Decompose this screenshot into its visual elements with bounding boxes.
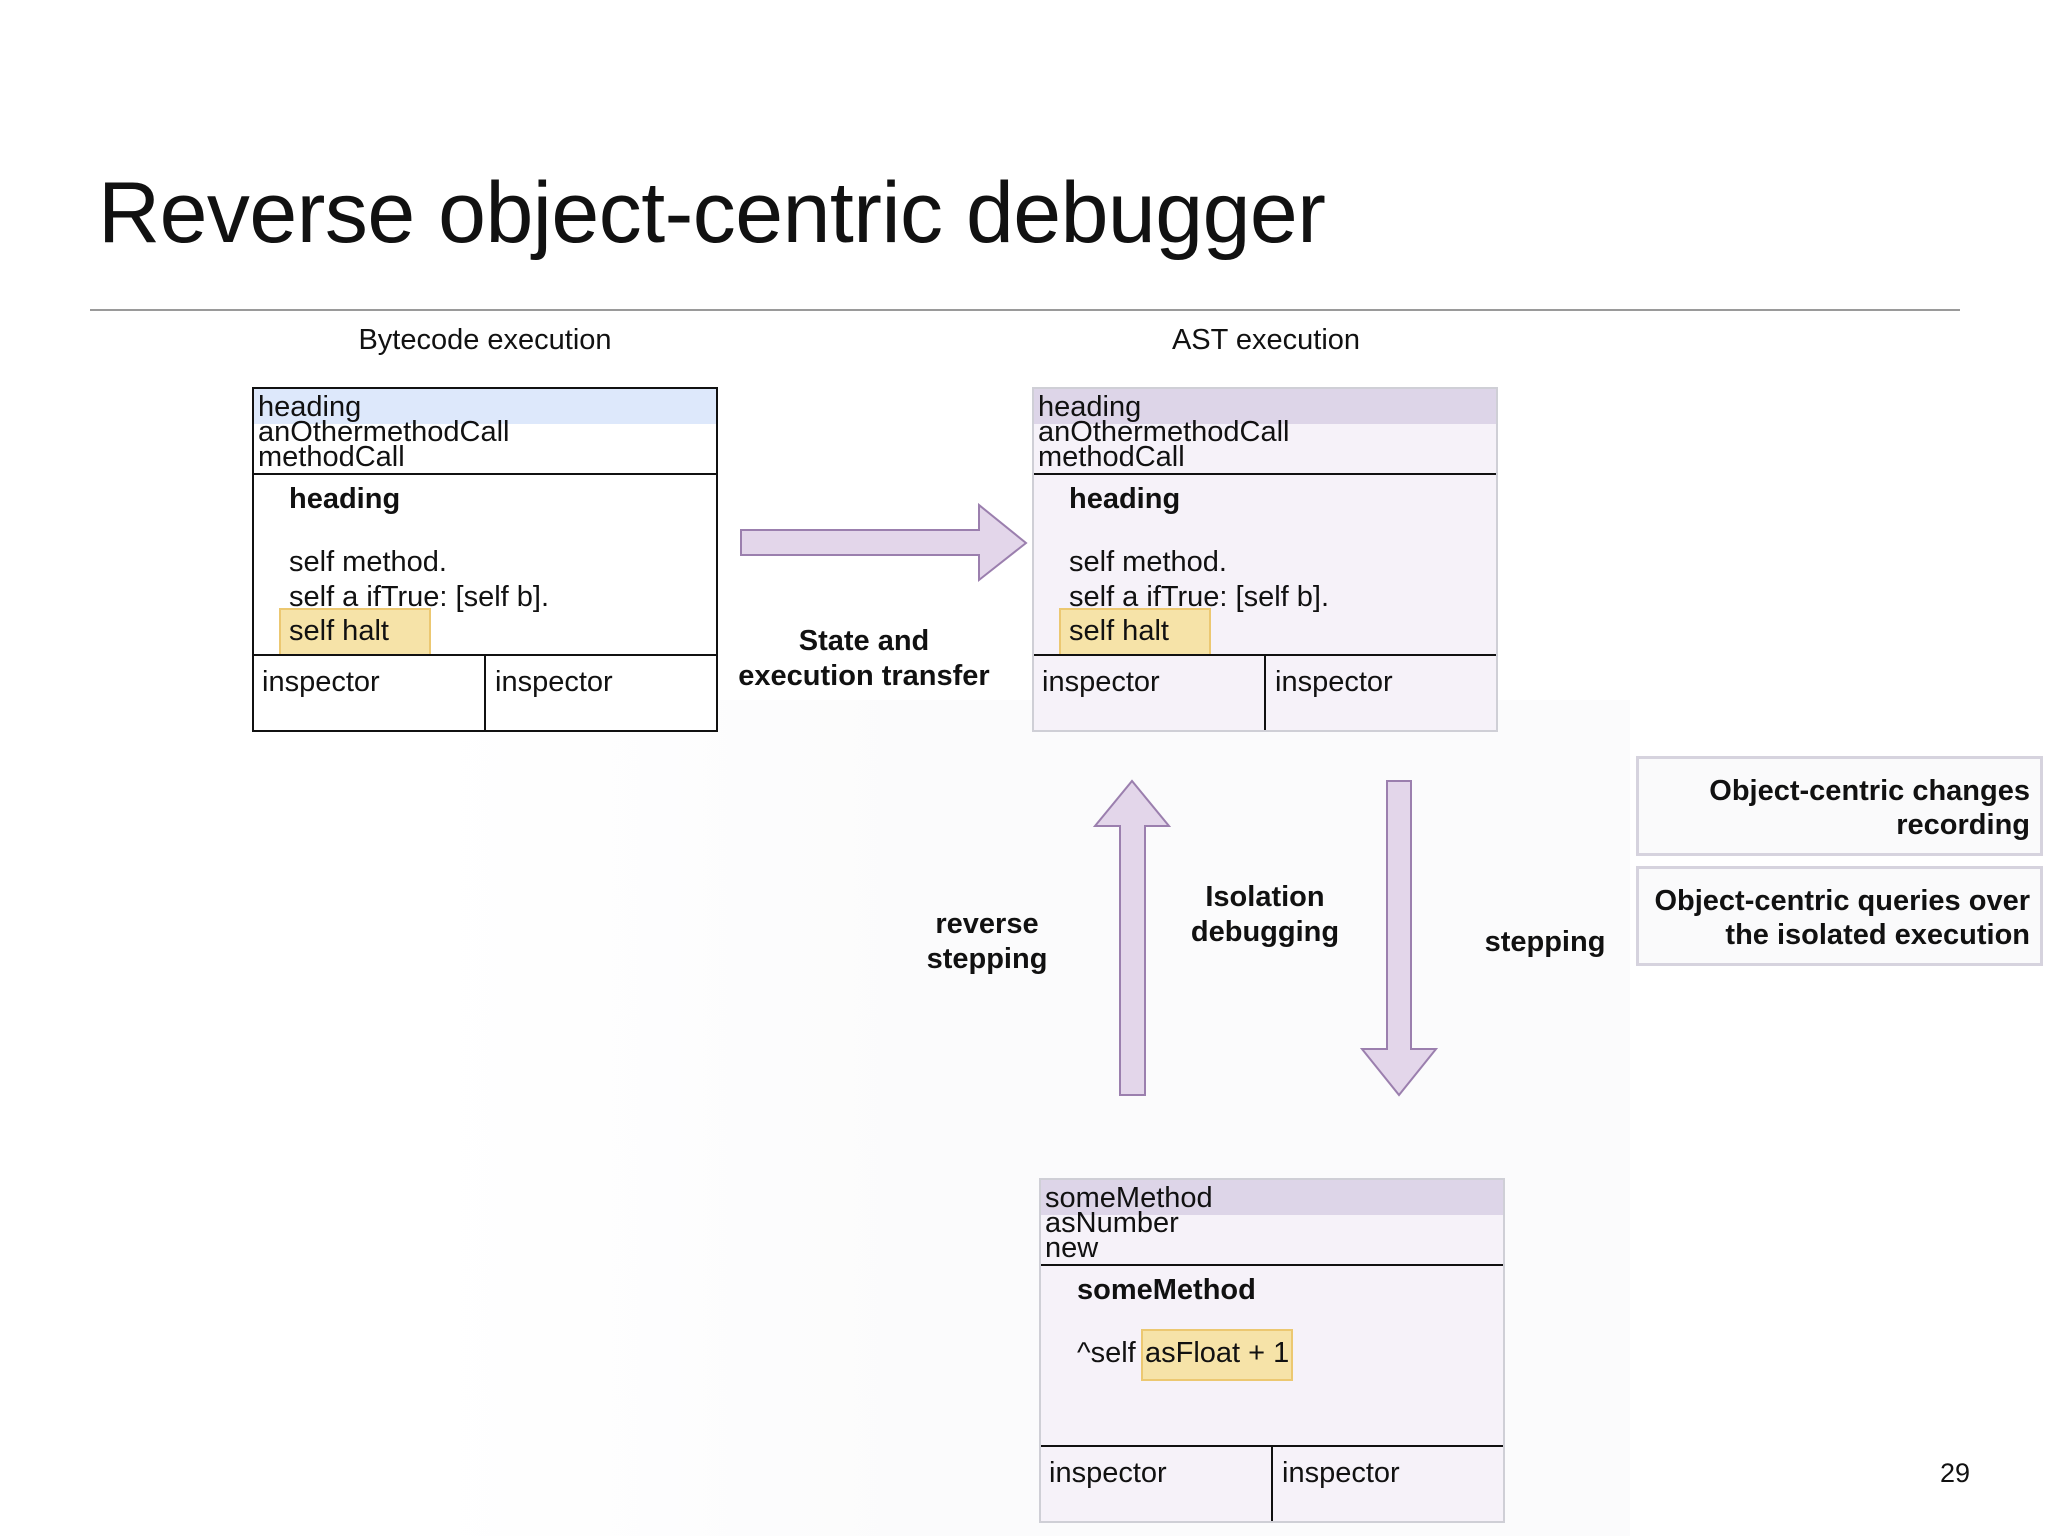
inspector-pane[interactable]: inspector bbox=[1282, 1457, 1400, 1489]
call-stack: someMethod asNumber new bbox=[1041, 1180, 1503, 1266]
stack-selected-row bbox=[1034, 389, 1496, 424]
code-line: ^self bbox=[1077, 1337, 1136, 1369]
method-title: someMethod bbox=[1077, 1274, 1256, 1306]
stack-frame[interactable]: new bbox=[1045, 1232, 1099, 1264]
feature-line: Object-centric queries over bbox=[1654, 885, 2030, 917]
isolation-label-line: Isolation bbox=[1205, 881, 1325, 913]
stack-frame[interactable]: someMethod bbox=[1045, 1182, 1213, 1214]
feature-line: the isolated execution bbox=[1725, 919, 2030, 951]
isolation-debugging-label: Isolation debugging bbox=[1175, 880, 1355, 950]
transfer-label-line: State and bbox=[798, 625, 930, 657]
stack-frame[interactable]: methodCall bbox=[1038, 441, 1185, 473]
stack-frame[interactable]: heading bbox=[1038, 391, 1142, 423]
ast-debugger-panel: heading anOthermethodCall methodCall hea… bbox=[1032, 387, 1498, 732]
inspector-divider bbox=[1264, 656, 1266, 730]
code-line-highlighted: self halt bbox=[289, 615, 389, 647]
page-number: 29 bbox=[1940, 1458, 1971, 1488]
code-line: self a ifTrue: [self b]. bbox=[1069, 581, 1330, 613]
method-title: heading bbox=[1069, 483, 1181, 515]
inspector-divider bbox=[1271, 1447, 1273, 1521]
slide-title: Reverse object-centric debugger bbox=[98, 165, 1326, 261]
halt-highlight bbox=[1059, 608, 1211, 656]
code-line: self method. bbox=[289, 546, 447, 578]
title-divider bbox=[90, 309, 1960, 311]
expression-highlight bbox=[1141, 1329, 1293, 1381]
feature-box-recording: Object-centric changes recording bbox=[1636, 756, 2043, 856]
feature-box-queries: Object-centric queries over the isolated… bbox=[1636, 866, 2043, 966]
bytecode-section-label: Bytecode execution bbox=[358, 324, 612, 356]
inspector-pane[interactable]: inspector bbox=[495, 666, 613, 698]
transfer-label: State and execution transfer bbox=[728, 624, 1000, 694]
inspector-pane[interactable]: inspector bbox=[262, 666, 380, 698]
reverse-stepping-arrow bbox=[1092, 779, 1172, 1096]
ast-section-label: AST execution bbox=[1171, 324, 1361, 356]
stack-frame[interactable]: anOthermethodCall bbox=[1038, 416, 1290, 448]
feature-line: Object-centric changes bbox=[1709, 775, 2030, 807]
stack-frame[interactable]: asNumber bbox=[1045, 1207, 1179, 1239]
feature-text: Object-centric changes recording bbox=[1709, 774, 2030, 842]
call-stack: heading anOthermethodCall methodCall bbox=[1034, 389, 1496, 475]
code-line-highlighted: asFloat + 1 bbox=[1145, 1337, 1290, 1369]
code-line: self method. bbox=[1069, 546, 1227, 578]
feature-text: Object-centric queries over the isolated… bbox=[1654, 884, 2030, 952]
stepping-label: stepping bbox=[1484, 926, 1606, 958]
isolated-debugger-panel: someMethod asNumber new someMethod ^self… bbox=[1039, 1178, 1505, 1523]
halt-highlight bbox=[279, 608, 431, 656]
inspector-pane[interactable]: inspector bbox=[1049, 1457, 1167, 1489]
call-stack: heading anOthermethodCall methodCall bbox=[254, 389, 716, 475]
stack-selected-row bbox=[1041, 1180, 1503, 1215]
stepping-arrow bbox=[1359, 780, 1439, 1097]
inspector-divider bbox=[484, 656, 486, 730]
inspector-row: inspector inspector bbox=[1034, 654, 1496, 730]
transfer-label-line: execution transfer bbox=[738, 660, 990, 692]
method-title: heading bbox=[289, 483, 401, 515]
isolation-label-line: debugging bbox=[1190, 916, 1340, 948]
code-line: self a ifTrue: [self b]. bbox=[289, 581, 550, 613]
transfer-arrow bbox=[740, 502, 1028, 583]
inspector-pane[interactable]: inspector bbox=[1275, 666, 1393, 698]
code-line-highlighted: self halt bbox=[1069, 615, 1169, 647]
stack-selected-row bbox=[254, 389, 716, 424]
bytecode-debugger-panel: heading anOthermethodCall methodCall hea… bbox=[252, 387, 718, 732]
stack-frame[interactable]: heading bbox=[258, 391, 362, 423]
inspector-row: inspector inspector bbox=[1041, 1445, 1503, 1521]
stack-frame[interactable]: methodCall bbox=[258, 441, 405, 473]
reverse-stepping-label: reverse stepping bbox=[907, 907, 1067, 977]
inspector-row: inspector inspector bbox=[254, 654, 716, 730]
inspector-pane[interactable]: inspector bbox=[1042, 666, 1160, 698]
reverse-label-line: stepping bbox=[926, 943, 1048, 975]
feature-line: recording bbox=[1896, 809, 2030, 841]
stack-frame[interactable]: anOthermethodCall bbox=[258, 416, 510, 448]
reverse-label-line: reverse bbox=[935, 908, 1039, 940]
